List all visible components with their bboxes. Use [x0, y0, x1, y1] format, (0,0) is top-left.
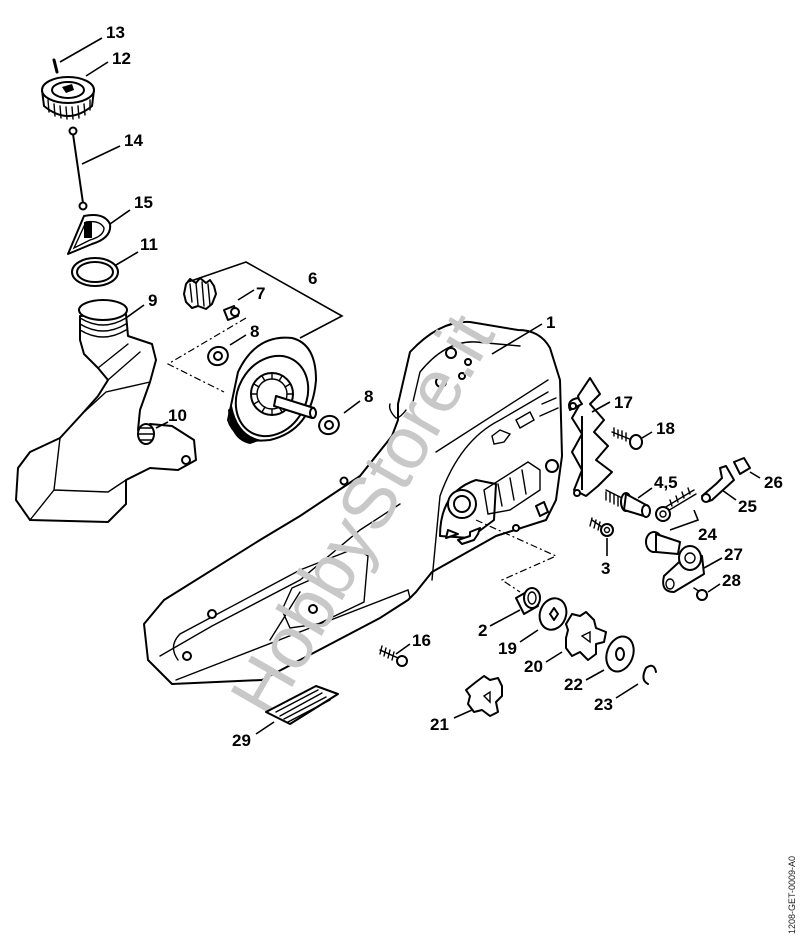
part-13-pin[interactable] — [52, 58, 59, 74]
drawing-code: 1208-GET-0009-A0 — [787, 856, 797, 934]
part-45-collar-stud[interactable] — [605, 489, 651, 518]
callout-26: 26 — [764, 473, 783, 492]
part-8-washer-upper[interactable] — [206, 344, 231, 368]
callout-24: 24 — [698, 525, 717, 544]
part-12-filler-cap[interactable] — [41, 76, 95, 120]
callout-29: 29 — [232, 731, 251, 750]
part-22-washer[interactable] — [602, 633, 639, 676]
callout-2: 2 — [478, 621, 487, 640]
callout-28: 28 — [722, 571, 741, 590]
part-25-tensioner-slide[interactable] — [701, 465, 735, 503]
part-20-spur-sprocket[interactable] — [565, 611, 607, 661]
callout-8-lower: 8 — [364, 387, 373, 406]
callout-3: 3 — [601, 559, 610, 578]
callout-14: 14 — [124, 131, 143, 150]
leader-lines — [59, 37, 761, 735]
callout-23: 23 — [594, 695, 613, 714]
part-11-o-ring[interactable] — [71, 257, 119, 287]
part-2-needle-bearing[interactable] — [515, 587, 541, 615]
part-9-oil-tank[interactable] — [15, 299, 197, 523]
part-7-needle-cage[interactable] — [223, 305, 240, 321]
callout-6: 6 — [308, 269, 317, 288]
part-17-bumper-spike[interactable] — [568, 377, 613, 497]
part-18-screw[interactable] — [611, 427, 643, 450]
callout-7: 7 — [256, 284, 265, 303]
bracket-24 — [669, 509, 700, 531]
callout-10: 10 — [168, 406, 187, 425]
part-26-slider[interactable] — [733, 457, 751, 475]
part-29-label[interactable] — [265, 685, 339, 725]
alignment-line-clutch — [166, 317, 247, 393]
callout-17: 17 — [614, 393, 633, 412]
callout-8-upper: 8 — [250, 322, 259, 341]
part-27-chain-catcher[interactable] — [662, 545, 705, 593]
callout-27: 27 — [724, 545, 743, 564]
part-10-plug[interactable] — [137, 423, 155, 445]
part-6-clutch-drum[interactable] — [222, 336, 323, 450]
part-1-sprocket-cover[interactable] — [143, 320, 563, 685]
callout-labels: 13 12 14 15 11 9 10 6 7 8 8 1 17 18 4,5 … — [106, 23, 783, 750]
callout-25: 25 — [738, 497, 757, 516]
callout-22: 22 — [564, 675, 583, 694]
callout-13: 13 — [106, 23, 125, 42]
part-3-screw[interactable] — [589, 517, 614, 537]
part-19-thrust-washer[interactable] — [535, 595, 570, 634]
callout-11: 11 — [140, 235, 158, 254]
callout-9: 9 — [148, 291, 157, 310]
part-8-washer-lower[interactable] — [317, 413, 342, 437]
part-24-tensioner-screw[interactable] — [655, 487, 697, 522]
bracket-6 — [187, 261, 344, 339]
callout-1: 1 — [546, 313, 555, 332]
part-15-strainer[interactable] — [67, 214, 112, 255]
part-28-screw[interactable] — [693, 587, 708, 601]
part-6-pinion-gear[interactable] — [183, 277, 217, 310]
callout-21: 21 — [430, 715, 449, 734]
callout-20: 20 — [524, 657, 543, 676]
part-24-tensioner-gear[interactable] — [645, 531, 681, 555]
part-16-screw[interactable] — [379, 645, 408, 667]
part-21-rim-sprocket[interactable] — [465, 675, 503, 717]
callout-15: 15 — [134, 193, 153, 212]
callout-18: 18 — [656, 419, 675, 438]
callout-19: 19 — [498, 639, 517, 658]
callout-16: 16 — [412, 631, 431, 650]
callout-4-5: 4,5 — [654, 473, 678, 492]
part-14-cord[interactable] — [68, 126, 88, 211]
part-23-e-clip[interactable] — [642, 664, 657, 685]
callout-12: 12 — [112, 49, 131, 68]
